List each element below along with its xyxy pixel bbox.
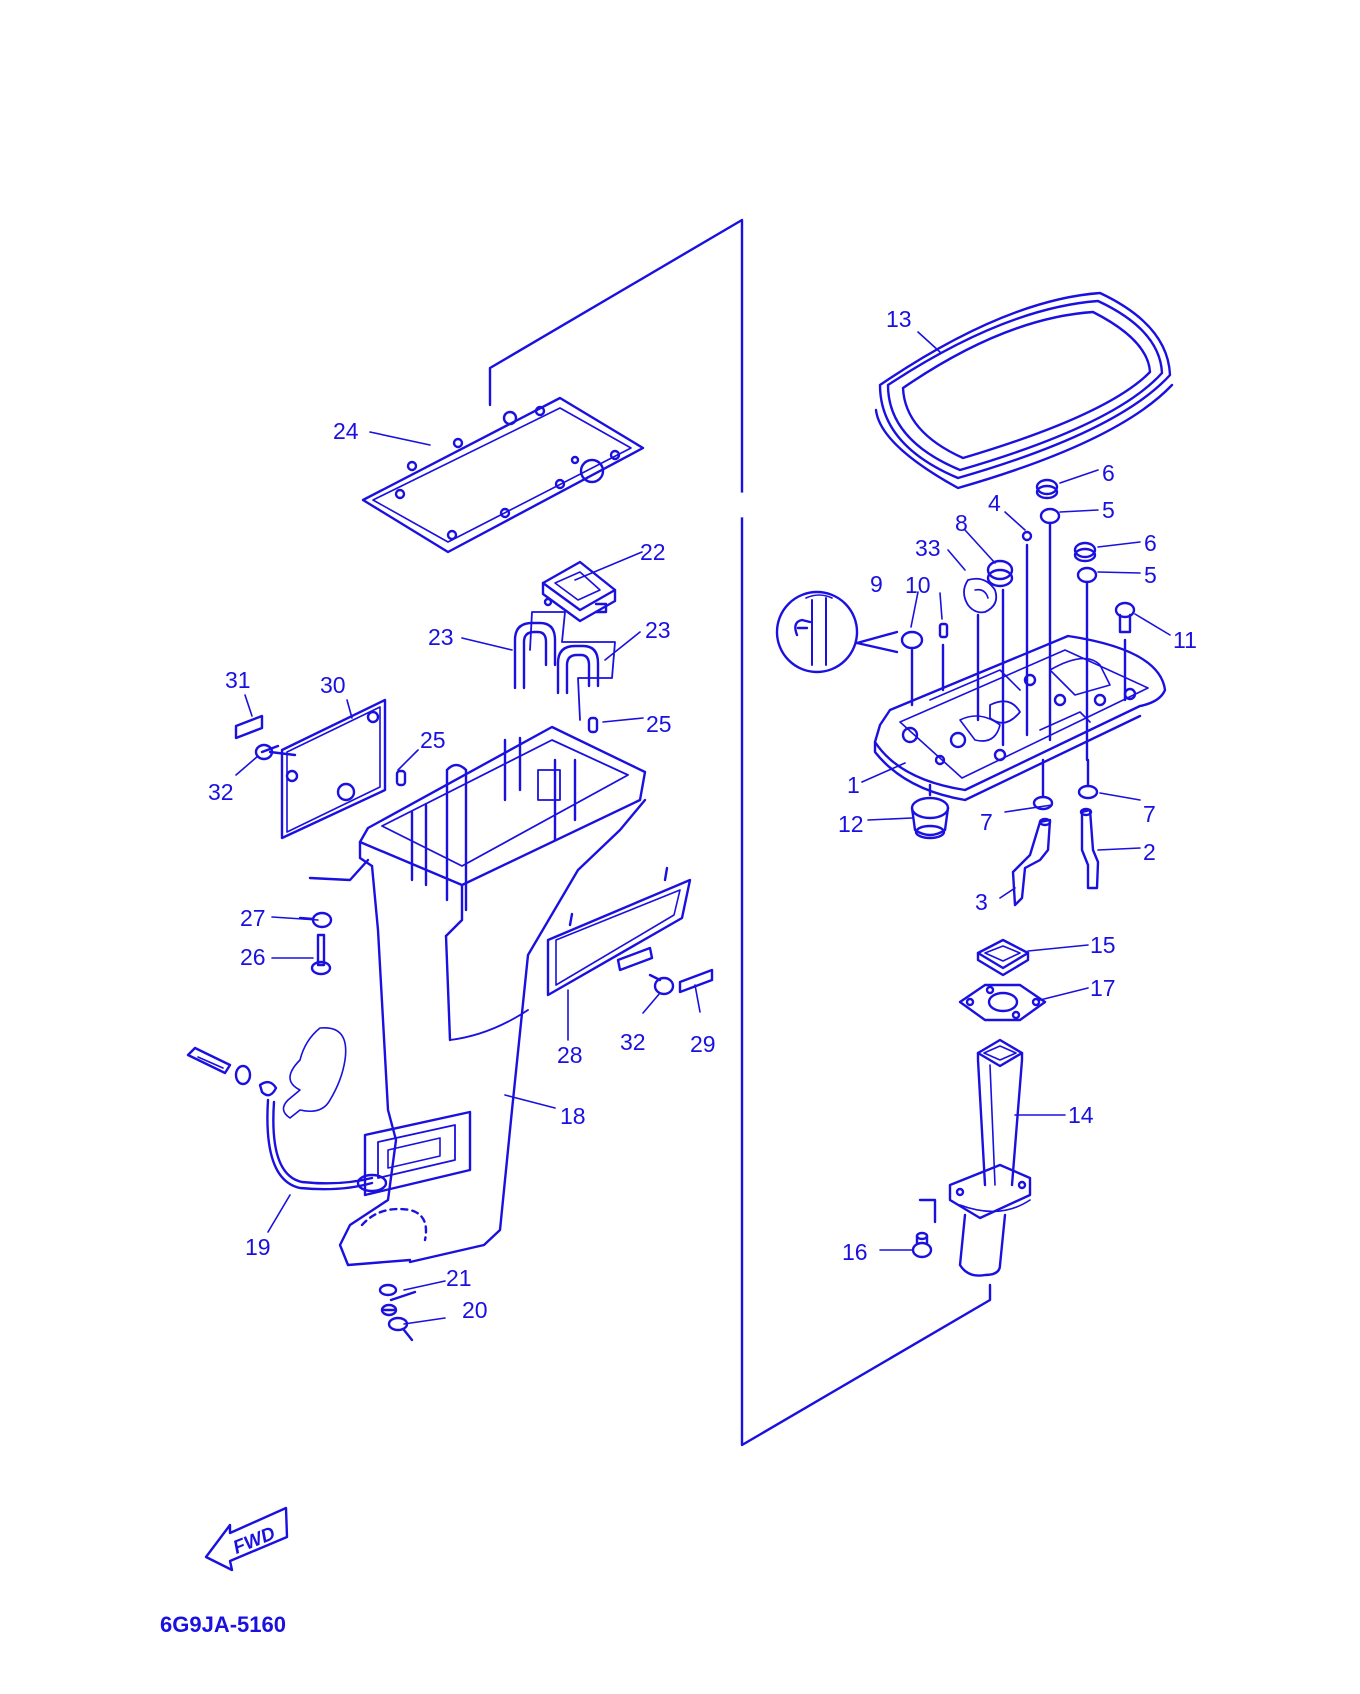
callout-7b: 7	[1143, 801, 1156, 827]
detail-parts-9-10	[775, 590, 949, 707]
callout-9: 9	[870, 571, 883, 597]
exhaust-guide-part-14	[948, 1038, 1032, 1277]
callout-28: 28	[557, 1042, 583, 1068]
callout-3: 3	[975, 889, 988, 915]
bolt-washer-parts-26-27	[298, 858, 370, 976]
callout-7a: 7	[980, 809, 993, 835]
callout-10: 10	[905, 572, 931, 598]
callout-5b: 5	[1144, 562, 1157, 588]
callout-6b: 6	[1144, 530, 1157, 556]
washers-part-7	[1032, 758, 1099, 811]
callout-25b: 25	[646, 711, 672, 737]
gasket-part-13	[874, 291, 1174, 490]
callout-17: 17	[1090, 975, 1116, 1001]
dowel-pins-part-25	[395, 716, 599, 787]
hose-part-23	[513, 611, 616, 721]
callout-29: 29	[690, 1031, 716, 1057]
callout-19: 19	[245, 1234, 271, 1260]
callout-24: 24	[333, 418, 359, 444]
side-cover-part-28	[546, 866, 714, 997]
plate-part-22	[541, 560, 617, 623]
callout-32b: 32	[620, 1029, 646, 1055]
callout-12: 12	[838, 811, 864, 837]
callout-8: 8	[955, 510, 968, 536]
callout-26: 26	[240, 944, 266, 970]
callout-13: 13	[886, 306, 912, 332]
upper-casing-part-18	[338, 725, 647, 1267]
callout-2: 2	[1143, 839, 1156, 865]
small-parts-4-8-33	[963, 530, 1033, 747]
callout-21: 21	[446, 1265, 472, 1291]
callout-14: 14	[1068, 1102, 1094, 1128]
callout-25a: 25	[420, 727, 446, 753]
callout-33: 33	[915, 535, 941, 561]
seal-parts-15-17	[958, 938, 1047, 1022]
bottom-cowling-part-1	[873, 634, 1167, 802]
forward-direction-arrow	[204, 1506, 289, 1572]
callout-1: 1	[847, 772, 860, 798]
callout-18: 18	[560, 1103, 586, 1129]
callout-5a: 5	[1102, 497, 1115, 523]
callout-23a: 23	[428, 624, 454, 650]
callout-labels: 1 2 3 4 5 5 6 6 7 7 8 9 10 11 12 13 14 1…	[160, 306, 1197, 1637]
callout-31: 31	[225, 667, 251, 693]
bolt-part-16	[911, 1198, 937, 1259]
callout-32a: 32	[208, 779, 234, 805]
gasket-part-24	[361, 396, 645, 554]
callout-20: 20	[462, 1297, 488, 1323]
drain-screw-parts-20-21	[378, 1283, 417, 1342]
link-rods-parts-2-3	[1011, 807, 1100, 907]
callout-11: 11	[1173, 627, 1197, 653]
callout-22: 22	[640, 539, 666, 565]
callout-16: 16	[842, 1239, 868, 1265]
leader-lines	[235, 331, 1171, 1325]
callout-27: 27	[240, 905, 266, 931]
callout-6a: 6	[1102, 460, 1115, 486]
callout-23b: 23	[645, 617, 671, 643]
callout-4: 4	[988, 490, 1001, 516]
assembly-bracket-lines	[488, 218, 992, 1447]
callout-15: 15	[1090, 932, 1116, 958]
ground-lead-part-19	[186, 1027, 374, 1191]
diagram-code: 6G9JA-5160	[160, 1612, 286, 1637]
callout-30: 30	[320, 672, 346, 698]
side-cover-part-30	[234, 698, 387, 840]
grommet-part-12	[910, 783, 950, 840]
